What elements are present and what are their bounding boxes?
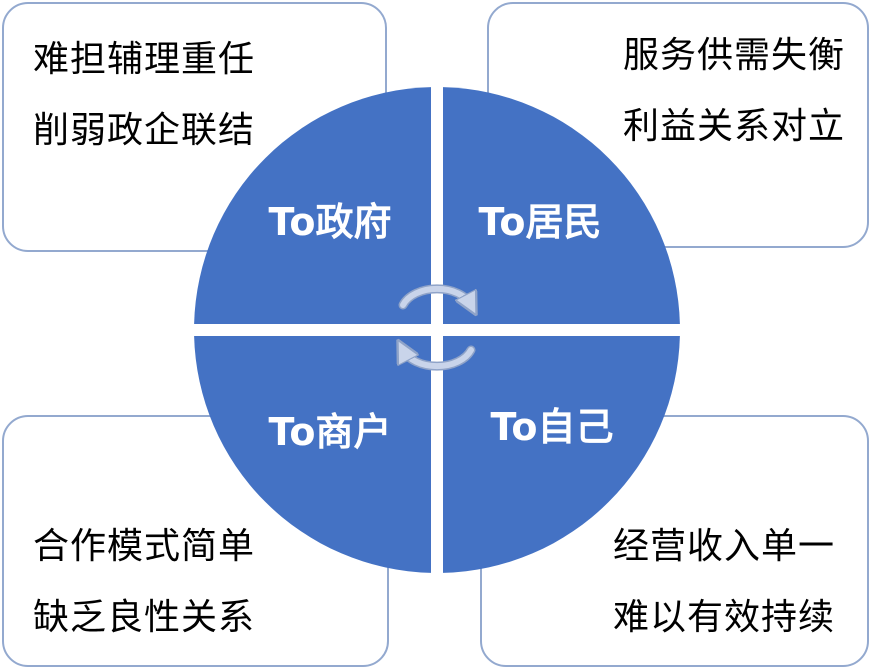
note-bottom-left-line-2: 缺乏良性关系 bbox=[33, 597, 256, 638]
quadrant-label-top-right: To居民 bbox=[479, 200, 602, 244]
note-top-right-line-1: 服务供需失衡 bbox=[622, 35, 845, 76]
note-top-left-line-2: 削弱政企联结 bbox=[33, 110, 256, 151]
quadrant-top-right bbox=[443, 87, 680, 324]
quadrant-label-bottom-left: To商户 bbox=[269, 410, 392, 454]
note-bottom-left-line-1: 合作模式简单 bbox=[33, 526, 256, 567]
quadrant-label-top-left: To政府 bbox=[269, 200, 392, 244]
quadrant-label-bottom-right: To自己 bbox=[491, 405, 614, 449]
quadrant-top-left bbox=[194, 87, 431, 324]
note-top-left-line-1: 难担辅理重任 bbox=[33, 39, 256, 80]
note-top-right-line-2: 利益关系对立 bbox=[622, 106, 845, 147]
quadrant-bottom-right bbox=[443, 336, 680, 573]
note-bottom-right-line-1: 经营收入单一 bbox=[612, 526, 835, 567]
note-bottom-right-line-2: 难以有效持续 bbox=[612, 597, 835, 638]
cycle-arrows-icon bbox=[403, 284, 471, 371]
quadrant-bottom-left bbox=[194, 336, 431, 573]
